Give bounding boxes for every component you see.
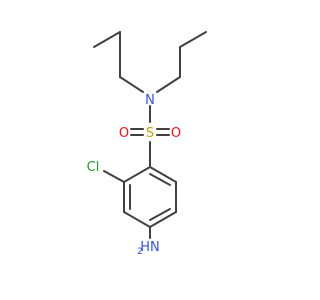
bond-c3-n-right <box>156 76 181 93</box>
atom-n-sulfonamide: N <box>145 93 155 108</box>
atom-amine-subscript: 2 <box>137 247 143 257</box>
bond-c1-c2-left <box>93 31 121 48</box>
atom-amine: HN <box>140 240 160 255</box>
atom-amine-n: N <box>150 240 160 255</box>
bond-c1-c2-right <box>179 31 207 48</box>
bonds <box>93 31 207 239</box>
ring-bond-1 <box>123 166 151 183</box>
atom-o-left: O <box>119 126 129 141</box>
atom-amine-h: H <box>140 240 150 255</box>
bond-ring-cl <box>103 170 125 183</box>
atom-s: S <box>146 126 154 141</box>
atom-labels: N S O O Cl HN 2 <box>87 93 181 257</box>
ring-double-1 <box>149 173 171 186</box>
atom-o-right: O <box>171 126 181 141</box>
molecule-diagram: N S O O Cl HN 2 <box>87 31 207 257</box>
ring-bond-3 <box>123 211 151 228</box>
ring-double-3 <box>149 208 171 221</box>
bond-c3-n-left <box>119 76 144 93</box>
atom-cl: Cl <box>87 160 100 175</box>
ring-bond-4 <box>149 211 177 228</box>
ring-bond-6 <box>149 166 177 183</box>
